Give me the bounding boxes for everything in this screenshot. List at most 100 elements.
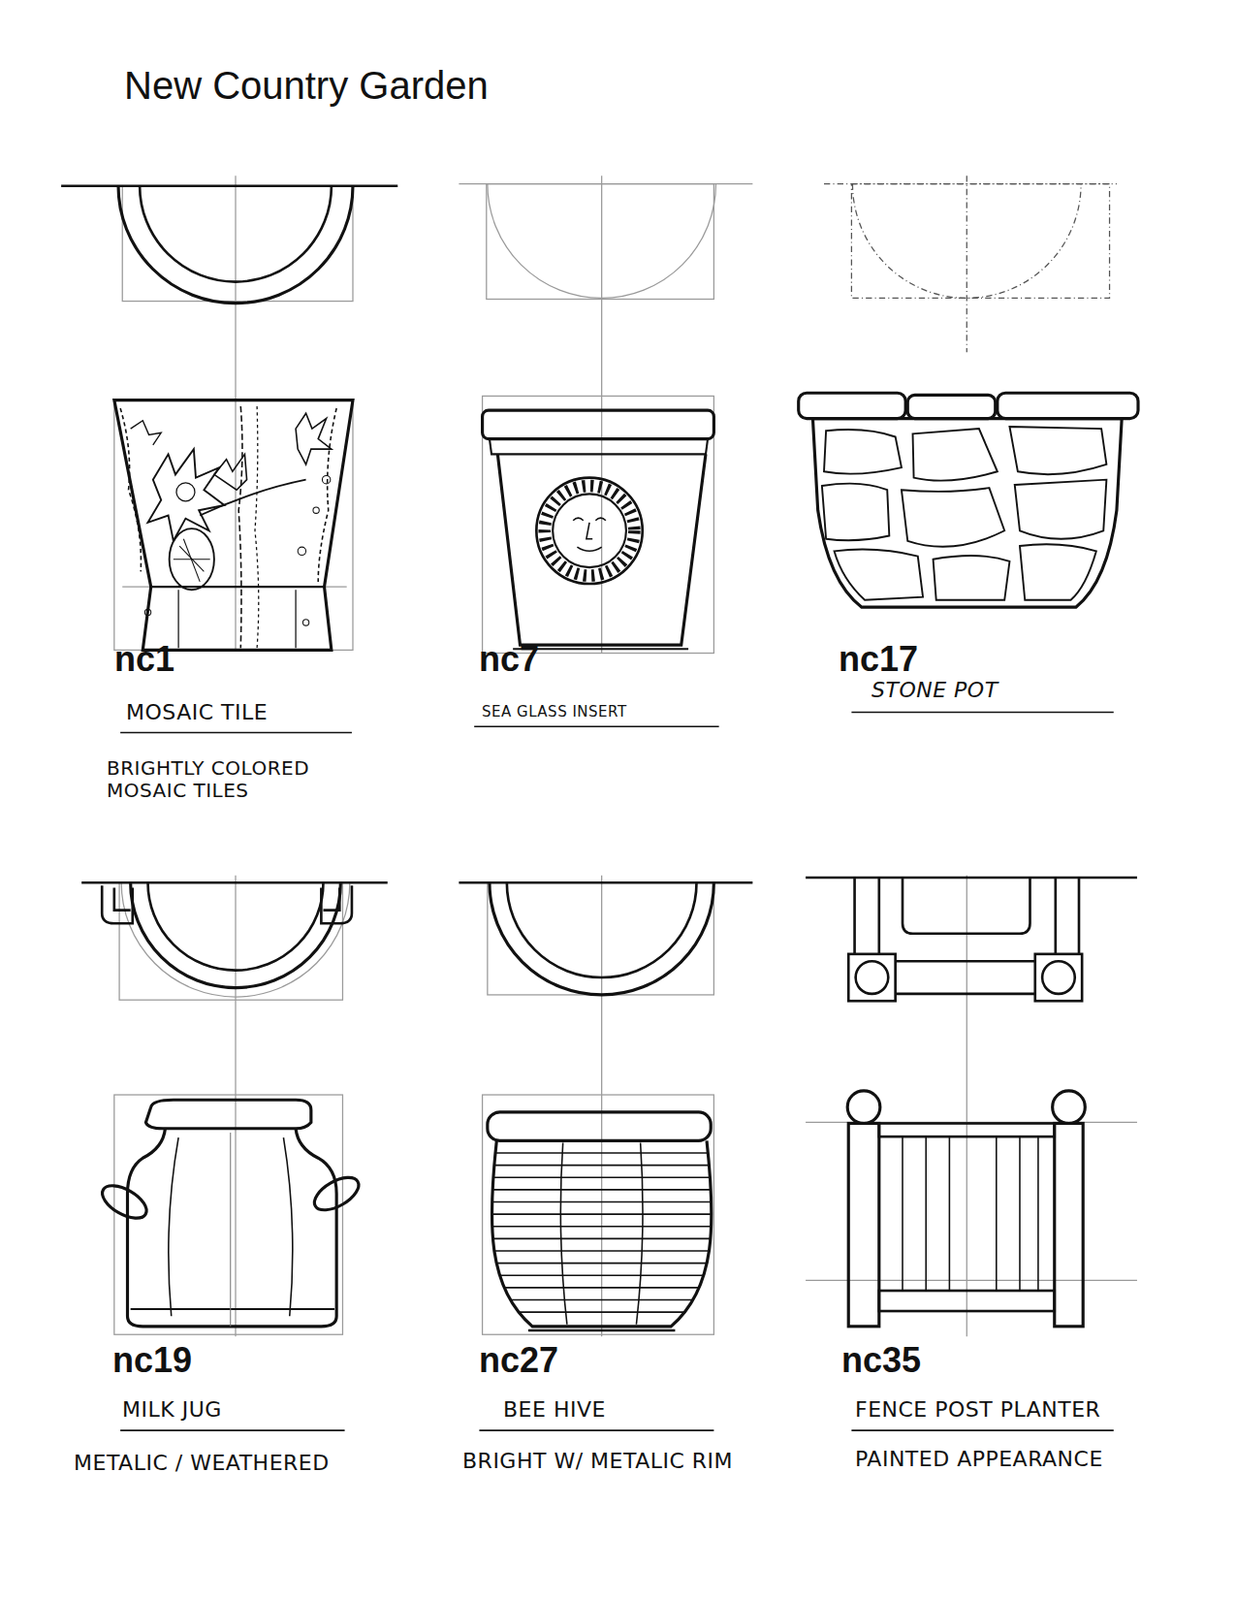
label-underlines-part <box>120 731 352 734</box>
mosaic-pot-front-view-part <box>238 406 243 648</box>
mosaic-pot-front-view-part <box>302 619 309 626</box>
bee-hive-front-view-part-part <box>487 1237 717 1240</box>
bee-hive-front-view-part <box>528 1329 675 1332</box>
bee-hive-front-view-part <box>560 1141 568 1324</box>
finish-name: BEE HIVE <box>503 1396 606 1422</box>
finish-name: FENCE POST PLANTER <box>855 1396 1101 1422</box>
fence-post-front-view-part <box>879 1290 1055 1311</box>
milk-jug-front-view-part <box>145 1099 311 1128</box>
milk-jug-front-view-part <box>229 1132 231 1327</box>
guide-lines-part <box>122 586 347 588</box>
stone-pot-front-view-part <box>913 428 998 481</box>
model-number: nc35 <box>841 1339 921 1380</box>
stone-pot-front-view-part <box>812 418 1122 608</box>
guide-lines-part <box>114 1094 344 1334</box>
sea-glass-pot-front-view <box>482 410 715 649</box>
guide-lines-part <box>487 882 715 995</box>
sea-glass-pot-front-view-part <box>482 410 715 439</box>
bee-hive-front-view-part-part <box>487 1188 717 1191</box>
fence-post-top-view-part <box>902 877 1030 934</box>
sea-glass-pot-front-view-part <box>544 485 635 576</box>
bee-hive-top-view-part <box>489 882 714 995</box>
guide-lines <box>114 175 353 651</box>
mosaic-pot-front-view-part <box>173 558 211 560</box>
fence-post-front-view-part <box>1054 1122 1083 1326</box>
bee-hive-front-view-part-part <box>487 1273 717 1276</box>
model-number: nc17 <box>838 638 919 679</box>
stone-pot-front-view-part <box>798 392 906 418</box>
guide-lines <box>482 875 715 1336</box>
fence-post-front-view-part <box>949 1136 951 1291</box>
milk-jug-top-view-part <box>148 882 324 970</box>
fence-post-front-view-part <box>901 1136 904 1291</box>
fence-post-front-view-part <box>879 1122 1055 1137</box>
mosaic-pot-front-view-part <box>294 589 296 648</box>
fence-post-front-view <box>847 1090 1085 1327</box>
stone-pot-front-view-part <box>822 483 889 541</box>
mosaic-pot-front-view-part <box>130 420 162 445</box>
stone-pot-front-view-part <box>1009 426 1107 475</box>
stone-pot-front-view-part <box>907 394 995 418</box>
model-number: nc1 <box>114 638 175 679</box>
bee-hive-front-view-part-part <box>487 1151 717 1154</box>
fence-post-front-view-part <box>924 1136 927 1291</box>
guide-lines-part <box>482 395 715 653</box>
sea-glass-pot-front-view-part <box>497 453 706 645</box>
finish-note: METALIC / WEATHERED <box>73 1450 330 1475</box>
fence-post-front-view-part <box>995 1136 998 1291</box>
sea-glass-pot-front-view-part <box>512 647 689 650</box>
label-underlines-part <box>851 711 1113 714</box>
fence-post-top-view-part <box>853 877 856 954</box>
bee-hive-front-view-part-part <box>487 1175 717 1178</box>
mosaic-pot-front-view-part <box>297 546 306 555</box>
fence-post-front-view-part <box>848 1122 880 1326</box>
mosaic-pot-top-view <box>61 186 398 304</box>
label-underlines-part <box>478 1428 714 1431</box>
mosaic-pot-front-view-part <box>183 538 200 582</box>
mosaic-pot-top-view-part <box>118 186 353 304</box>
bee-hive-front-view-part <box>487 1111 711 1141</box>
mosaic-pot-front-view-part <box>254 406 259 648</box>
guide-lines <box>824 175 1117 352</box>
finish-note: BRIGHT W/ METALIC RIM <box>462 1448 769 1473</box>
guide-lines <box>114 875 350 1336</box>
finish-name: STONE POT <box>871 677 999 702</box>
finish-name: SEA GLASS INSERT <box>481 703 628 721</box>
fence-post-top-view <box>805 877 1138 1001</box>
mosaic-pot-front-view-part <box>120 408 141 571</box>
mosaic-pot-front-view-part <box>151 585 325 588</box>
stone-pot-front-view-part <box>824 429 902 475</box>
guide-lines <box>458 175 753 653</box>
sea-glass-pot-front-view-part <box>576 546 602 551</box>
mosaic-pot-front-view-part <box>114 400 353 651</box>
milk-jug-top-view-part <box>130 882 342 987</box>
sea-glass-pot-front-view-part <box>586 522 593 539</box>
mosaic-pot-front-view-part <box>313 507 319 513</box>
guide-lines-part <box>851 184 1110 299</box>
bee-hive-front-view-part <box>491 1140 712 1326</box>
guide-lines-part <box>234 875 236 1336</box>
milk-jug-front-view-part <box>130 1307 335 1310</box>
mosaic-pot-front-view-part <box>295 412 332 465</box>
stone-pot-front-view-part <box>933 555 1011 601</box>
mosaic-pot-front-view-part <box>148 448 225 541</box>
sea-glass-pot-front-view-part <box>572 517 584 521</box>
mosaic-pot-front-view-part <box>199 479 306 516</box>
guide-lines-part <box>486 184 715 300</box>
model-number: nc27 <box>478 1339 559 1380</box>
mosaic-pot-top-view-part <box>61 184 398 188</box>
bee-hive-front-view-part-part <box>487 1262 717 1265</box>
stone-pot-front-view-part <box>901 487 1005 547</box>
fence-post-top-view-part <box>1077 877 1081 954</box>
guide-lines-part <box>487 184 717 299</box>
finish-note: BRIGHTLY COLORED MOSAIC TILES <box>106 757 362 802</box>
mosaic-pot-front-view <box>114 400 353 651</box>
guide-lines-part <box>119 882 343 1000</box>
model-number: nc7 <box>478 638 539 679</box>
label-underlines <box>120 712 1114 1431</box>
sea-glass-pot-front-view-part <box>552 493 627 568</box>
label-underlines-part <box>474 725 719 728</box>
guide-lines-part <box>121 882 350 997</box>
stone-pot-front-view-part <box>1019 543 1097 601</box>
finish-note: PAINTED APPEARANCE <box>855 1446 1104 1471</box>
